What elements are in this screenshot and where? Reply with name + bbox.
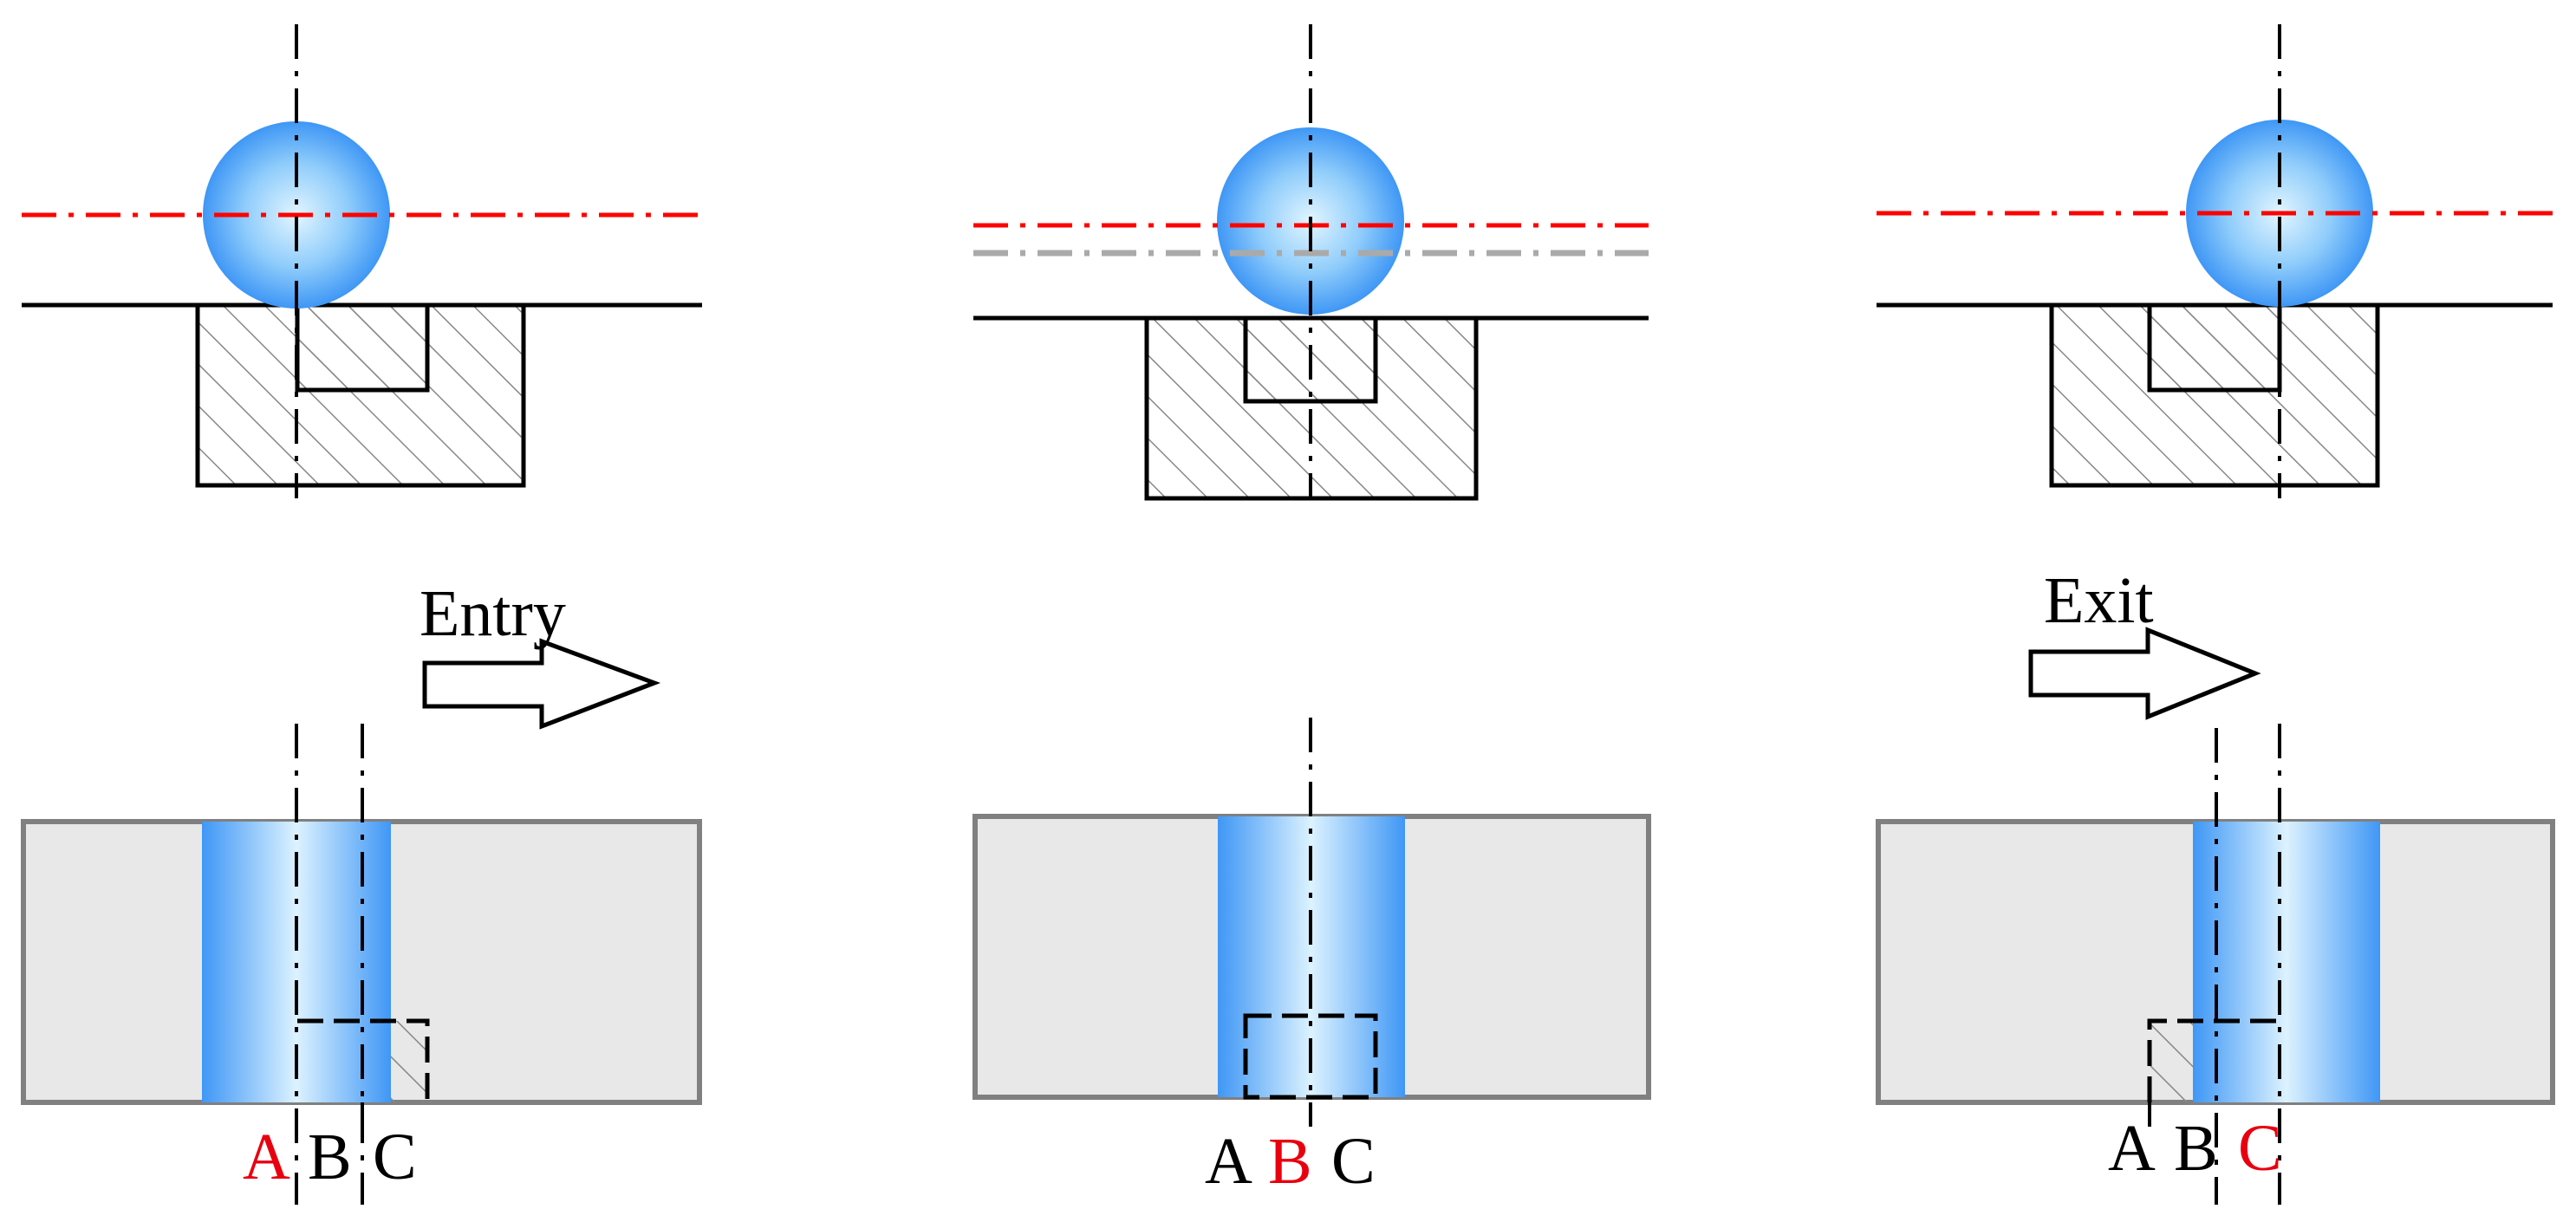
cross-section-entry (22, 24, 702, 498)
label-a: A (1205, 1125, 1252, 1198)
cross-section-middle (973, 24, 1649, 501)
label-a: A (2108, 1112, 2156, 1185)
insert-block (295, 302, 430, 393)
label-a: A (243, 1121, 290, 1193)
contact-band (2193, 822, 2380, 1102)
panel-exit: Exit A B C (1876, 24, 2555, 1205)
arrow-right-icon (2028, 627, 2261, 720)
exit-arrow: Exit (2028, 564, 2261, 720)
insert-outline (2147, 1018, 2280, 1102)
insert-outline (297, 1018, 430, 1102)
top-view-entry: A B C (21, 724, 702, 1205)
label-c: C (373, 1121, 417, 1193)
label-b: B (2174, 1112, 2218, 1185)
label-c: C (2238, 1112, 2282, 1185)
panel-entry: Entry A B C (21, 24, 702, 1205)
exit-label: Exit (2044, 564, 2154, 637)
top-view-middle: A B C (973, 718, 1651, 1198)
entry-label: Entry (420, 577, 566, 650)
top-view-exit: A B C (1876, 724, 2555, 1205)
cross-section-exit (1877, 24, 2553, 498)
panel-middle: A B C (973, 24, 1651, 1198)
insert-block (2147, 302, 2282, 393)
label-b: B (1268, 1125, 1312, 1198)
insert-outline (1243, 1013, 1378, 1100)
arrow-right-icon (422, 638, 661, 730)
label-b: B (308, 1121, 352, 1193)
entry-arrow: Entry (420, 577, 661, 730)
label-c: C (1331, 1125, 1376, 1198)
